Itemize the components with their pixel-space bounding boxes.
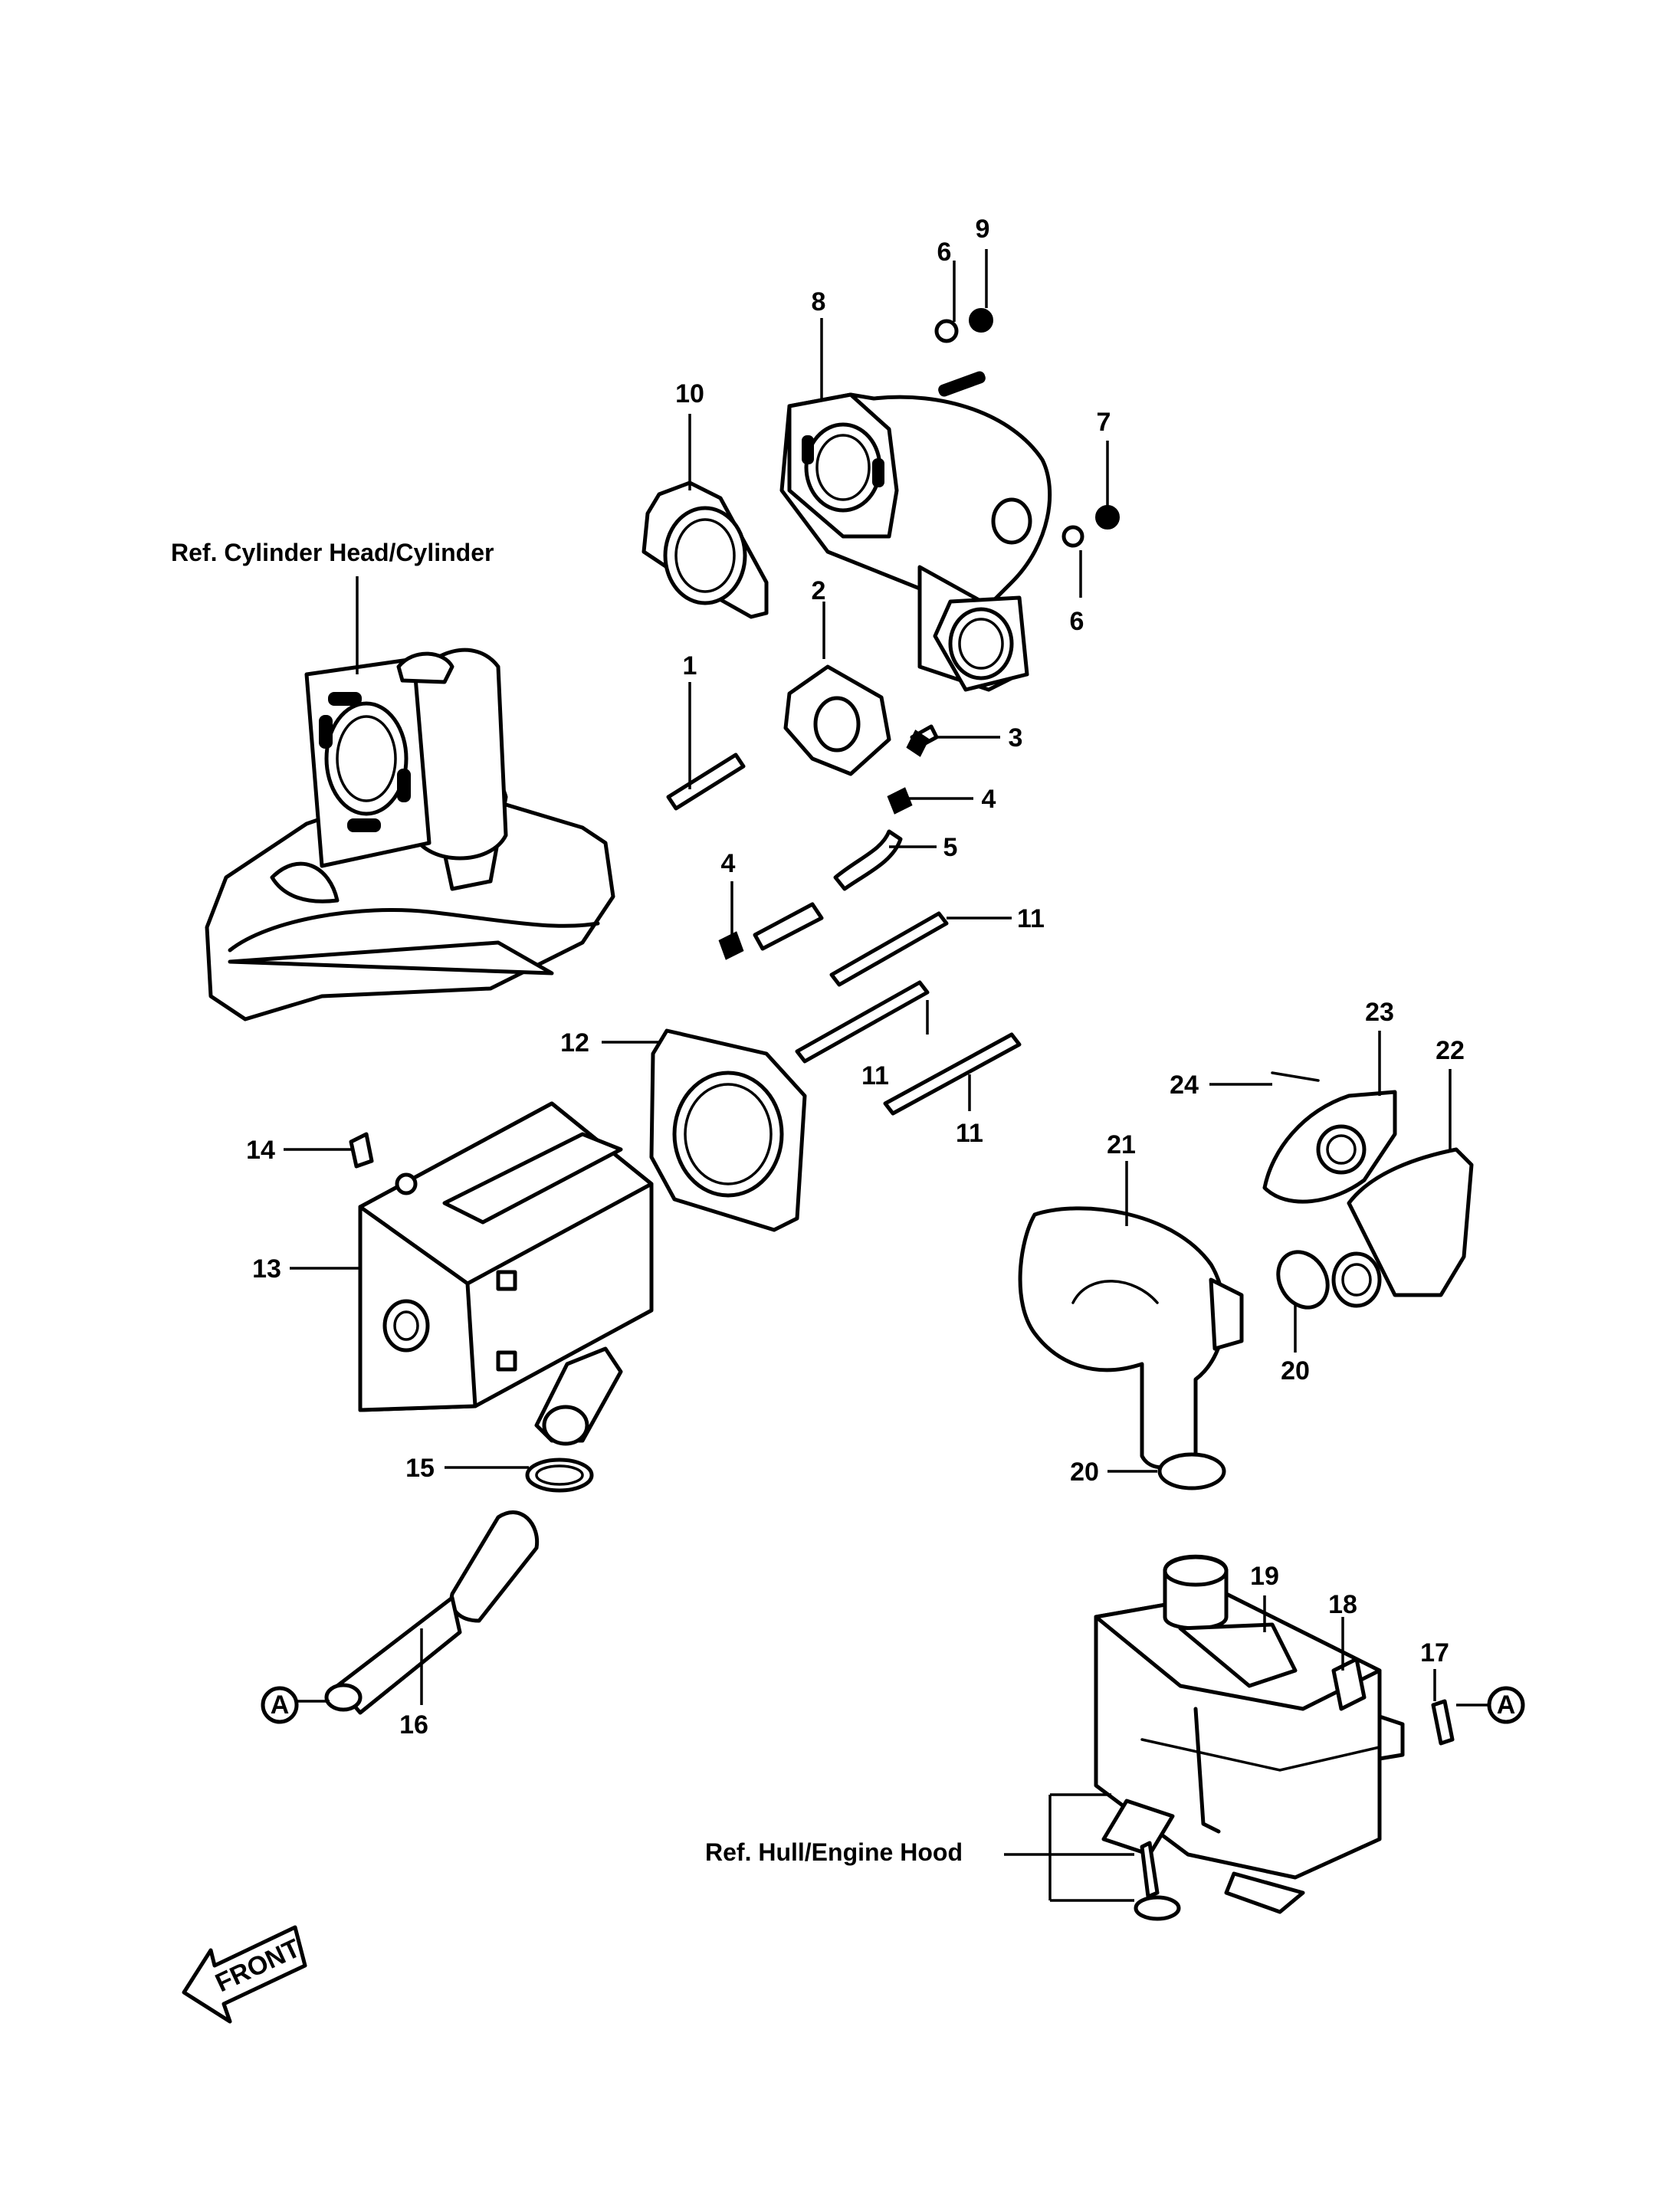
part-2-gasket <box>783 664 891 776</box>
part-15-clamp <box>525 1458 594 1493</box>
callout-18: 18 <box>1328 1590 1357 1619</box>
part-12-gasket <box>649 1028 807 1232</box>
ref-cylinder-label: Ref. Cylinder Head/Cylinder <box>171 539 494 566</box>
callout-9: 9 <box>976 215 990 244</box>
callout-6-right: 6 <box>1070 607 1084 636</box>
studs-and-hoses <box>666 724 1022 1116</box>
exhaust-elbow <box>304 648 508 868</box>
part-20-clamps <box>1157 1250 1330 1490</box>
callout-10: 10 <box>675 379 704 408</box>
callout-11-middle: 11 <box>861 1061 889 1090</box>
callout-24: 24 <box>1170 1071 1199 1100</box>
callout-3: 3 <box>1009 723 1023 753</box>
callout-8: 8 <box>812 287 826 316</box>
part-10-gasket <box>641 480 769 619</box>
callout-5: 5 <box>943 833 958 862</box>
part-23-flange <box>1262 1071 1397 1204</box>
callout-1: 1 <box>683 651 697 680</box>
callout-19: 19 <box>1250 1562 1279 1591</box>
leader-lines <box>284 249 1491 1902</box>
front-arrow: FRONT <box>182 1925 307 2024</box>
callout-14: 14 <box>246 1136 275 1165</box>
callout-17: 17 <box>1420 1638 1449 1667</box>
callout-6-top: 6 <box>937 238 952 267</box>
callout-15: 15 <box>405 1454 435 1483</box>
callout-22: 22 <box>1436 1036 1465 1065</box>
part-22-gasket <box>1331 1147 1474 1308</box>
hood-bolt <box>1134 1841 1181 1921</box>
callout-11-bottom: 11 <box>956 1119 983 1148</box>
callout-4-left: 4 <box>721 849 736 878</box>
nuts-and-washers <box>934 308 1120 548</box>
part-16-hose <box>324 1510 540 1715</box>
callout-20-upper: 20 <box>1281 1356 1310 1385</box>
part-21-elbow-hose <box>1018 1206 1244 1470</box>
callout-4-right: 4 <box>982 785 996 814</box>
callout-12: 12 <box>560 1028 589 1058</box>
ref-hull-label: Ref. Hull/Engine Hood <box>705 1838 963 1866</box>
callout-23: 23 <box>1365 998 1394 1027</box>
part-19-resonator <box>1094 1554 1455 1914</box>
callout-2: 2 <box>812 576 826 605</box>
callout-13: 13 <box>252 1254 281 1284</box>
connector-a-label-right: A <box>1497 1690 1516 1720</box>
callout-21: 21 <box>1107 1130 1136 1159</box>
callout-16: 16 <box>399 1710 428 1740</box>
part-8-exhaust-chamber <box>779 371 1052 692</box>
connector-a-right: A <box>1487 1686 1525 1724</box>
callout-numbers: 10 8 6 9 7 6 2 1 3 4 5 4 11 11 11 12 14 … <box>246 215 1465 1740</box>
callout-20-lower: 20 <box>1070 1458 1099 1487</box>
callout-7: 7 <box>1097 408 1111 437</box>
connector-a-label-left: A <box>271 1690 290 1720</box>
callout-11-top: 11 <box>1017 904 1045 933</box>
part-13-muffler <box>349 1101 654 1446</box>
connector-a-left: A <box>261 1686 299 1724</box>
